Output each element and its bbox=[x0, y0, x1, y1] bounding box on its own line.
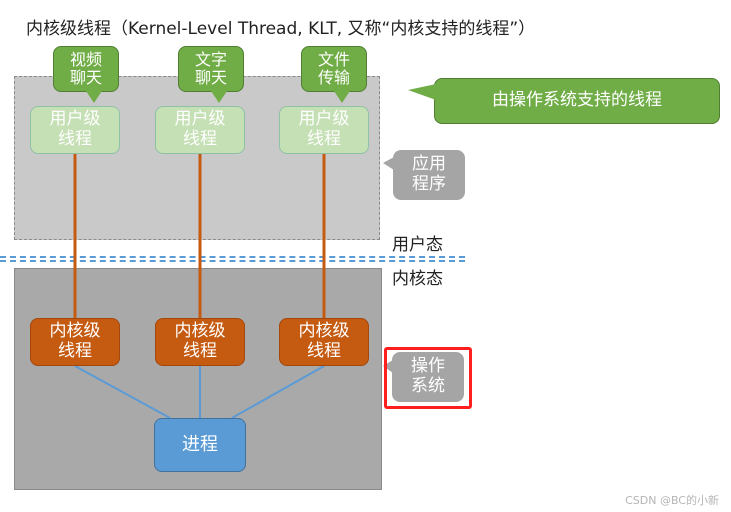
thread-label: 用户级 线程 bbox=[298, 109, 350, 149]
thread-label: 内核级 线程 bbox=[49, 321, 101, 361]
note-label: 由操作系统支持的线程 bbox=[492, 90, 662, 111]
callout-text-chat: 文字 聊天 bbox=[178, 46, 244, 92]
process-label: 进程 bbox=[182, 433, 218, 455]
callout-tail bbox=[211, 91, 227, 103]
user-level-thread-1: 用户级 线程 bbox=[30, 106, 120, 154]
callout-tail bbox=[334, 91, 350, 103]
os-label: 操作 系统 bbox=[392, 352, 464, 402]
user-mode-label: 用户态 bbox=[392, 235, 443, 255]
watermark: CSDN @BC的小新 bbox=[625, 494, 719, 507]
kernel-level-thread-3: 内核级 线程 bbox=[279, 318, 369, 366]
user-kernel-divider bbox=[0, 256, 465, 262]
callout-label: 文件 传输 bbox=[317, 49, 350, 87]
user-level-thread-2: 用户级 线程 bbox=[155, 106, 245, 154]
thread-label: 用户级 线程 bbox=[49, 109, 101, 149]
os-highlight-frame bbox=[384, 347, 472, 409]
callout-label: 文字 聊天 bbox=[194, 49, 227, 87]
klt-process-link-1 bbox=[74, 365, 171, 419]
os-supported-thread-note: 由操作系统支持的线程 bbox=[434, 78, 720, 124]
kernel-level-thread-2: 内核级 线程 bbox=[155, 318, 245, 366]
thread-label: 用户级 线程 bbox=[174, 109, 226, 149]
application-label-text: 应用 程序 bbox=[412, 154, 446, 194]
callout-video-chat: 视频 聊天 bbox=[53, 46, 119, 92]
callout-tail bbox=[86, 91, 102, 103]
os-label-text: 操作 系统 bbox=[411, 356, 445, 396]
kernel-level-thread-1: 内核级 线程 bbox=[30, 318, 120, 366]
klt-process-link-3 bbox=[231, 365, 325, 419]
callout-label: 视频 聊天 bbox=[69, 49, 102, 87]
process-box: 进程 bbox=[154, 418, 246, 472]
diagram-title: 内核级线程（Kernel-Level Thread, KLT, 又称“内核支持的… bbox=[26, 19, 536, 39]
user-level-thread-3: 用户级 线程 bbox=[279, 106, 369, 154]
thread-label: 内核级 线程 bbox=[298, 321, 350, 361]
application-label: 应用 程序 bbox=[393, 150, 465, 200]
kernel-mode-label: 内核态 bbox=[392, 269, 443, 289]
callout-file-transfer: 文件 传输 bbox=[301, 46, 367, 92]
thread-label: 内核级 线程 bbox=[174, 321, 226, 361]
